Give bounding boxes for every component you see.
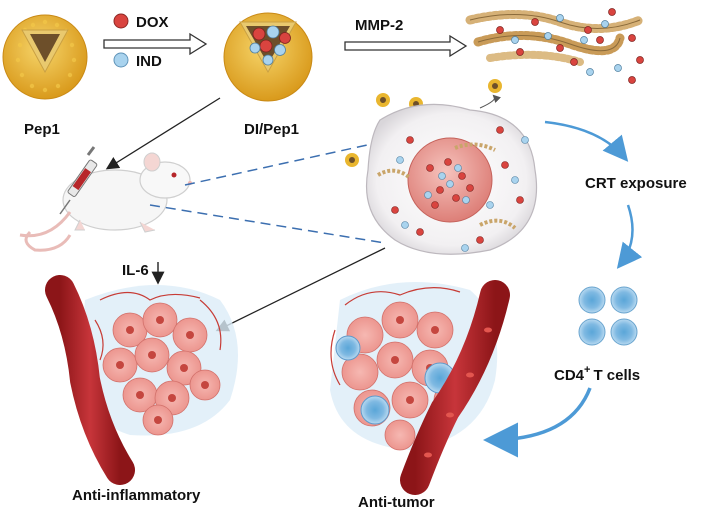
cell-to-tissue-arrow: [215, 247, 386, 332]
cd4-t-cells: [578, 286, 638, 346]
injection-arrow: [105, 97, 221, 170]
loading-arrow: [103, 32, 208, 56]
mmp2-arrow: [344, 34, 468, 58]
anti-tumor-label: Anti-tumor: [358, 494, 435, 511]
syringe-icon: [59, 146, 98, 215]
tumor-cell: [365, 103, 538, 255]
tcell-infiltration-arrow: [483, 387, 592, 458]
ind-legend-icon: [113, 52, 129, 68]
cd4-t-cells-label: CD4+T cells: [554, 364, 640, 384]
pep1-nanoparticle: [2, 14, 88, 100]
crt-exposure-label: CRT exposure: [585, 175, 687, 192]
ind-label: IND: [136, 53, 162, 70]
di-pep1-label: DI/Pep1: [244, 121, 299, 138]
dox-legend-icon: [113, 13, 129, 29]
dox-label: DOX: [136, 14, 169, 31]
zoom-line-top: [184, 139, 391, 186]
crt-arrow: [544, 120, 629, 162]
degraded-peptide-fibers: [465, 8, 645, 84]
mmp2-label: MMP-2: [355, 17, 403, 34]
anti-inflammatory-label: Anti-inflammatory: [72, 487, 201, 504]
anti-tumor-tissue: [330, 280, 510, 495]
mouse-illustration: [19, 152, 192, 252]
il6-label: IL-6: [122, 262, 149, 279]
di-pep1-nanoparticle: [223, 12, 313, 102]
pep1-label: Pep1: [24, 121, 60, 138]
anti-inflammatory-tissue: [45, 275, 238, 485]
release-arrow: [479, 94, 502, 109]
zoom-line-bottom: [149, 204, 386, 244]
crt-to-tcell-arrow: [616, 204, 643, 269]
